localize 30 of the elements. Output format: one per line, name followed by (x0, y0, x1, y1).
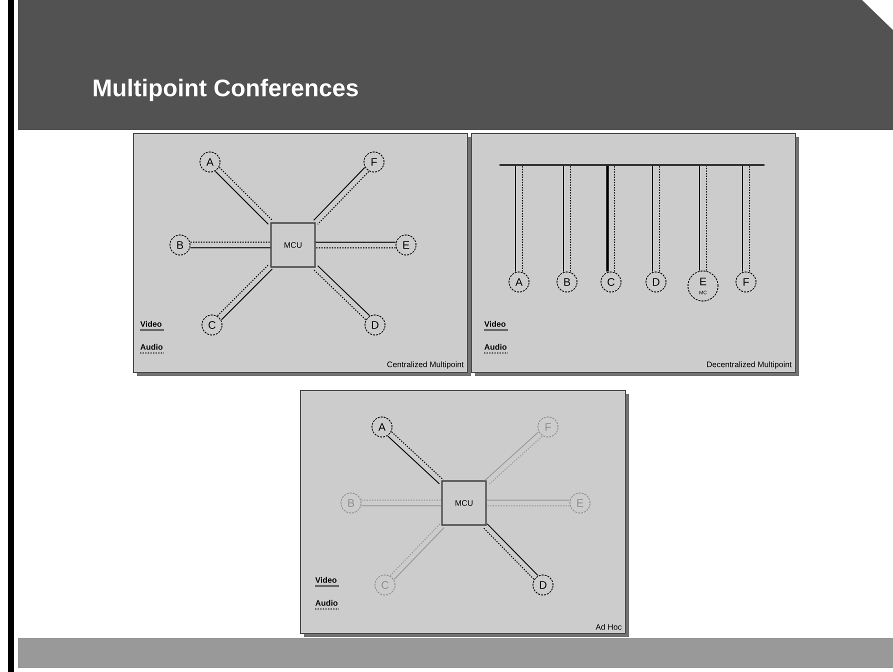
connection-line (563, 165, 564, 272)
legend-entry: Video (140, 320, 164, 330)
connection-line (706, 166, 708, 271)
connection-line (699, 165, 700, 272)
connection-line (361, 500, 442, 501)
connection-line (570, 166, 572, 272)
mcu-box: MCU (270, 222, 316, 268)
mcu-box: MCU (441, 480, 487, 526)
legend-entry: Audio (484, 344, 508, 354)
connection-line (316, 247, 396, 248)
connection-line (486, 505, 570, 506)
legend-entry: Audio (314, 600, 340, 610)
connection-line (652, 165, 653, 272)
legend-entry: Video (484, 320, 508, 330)
connection-line (190, 247, 271, 248)
title: Multipoint Conferences (94, 78, 358, 102)
connection-line (748, 166, 750, 272)
connection-line (606, 166, 609, 272)
connection-line (658, 166, 660, 272)
connection-line (515, 165, 516, 272)
connection-line (522, 166, 524, 272)
connection-line (360, 505, 442, 506)
bus-line (500, 164, 764, 166)
connection-line (614, 166, 616, 272)
connection-line (742, 165, 743, 272)
connection-line (315, 242, 396, 243)
connection-line (190, 242, 270, 243)
legend-entry: Video (314, 576, 340, 586)
connection-line (486, 500, 570, 501)
legend-entry: Audio (140, 344, 164, 354)
